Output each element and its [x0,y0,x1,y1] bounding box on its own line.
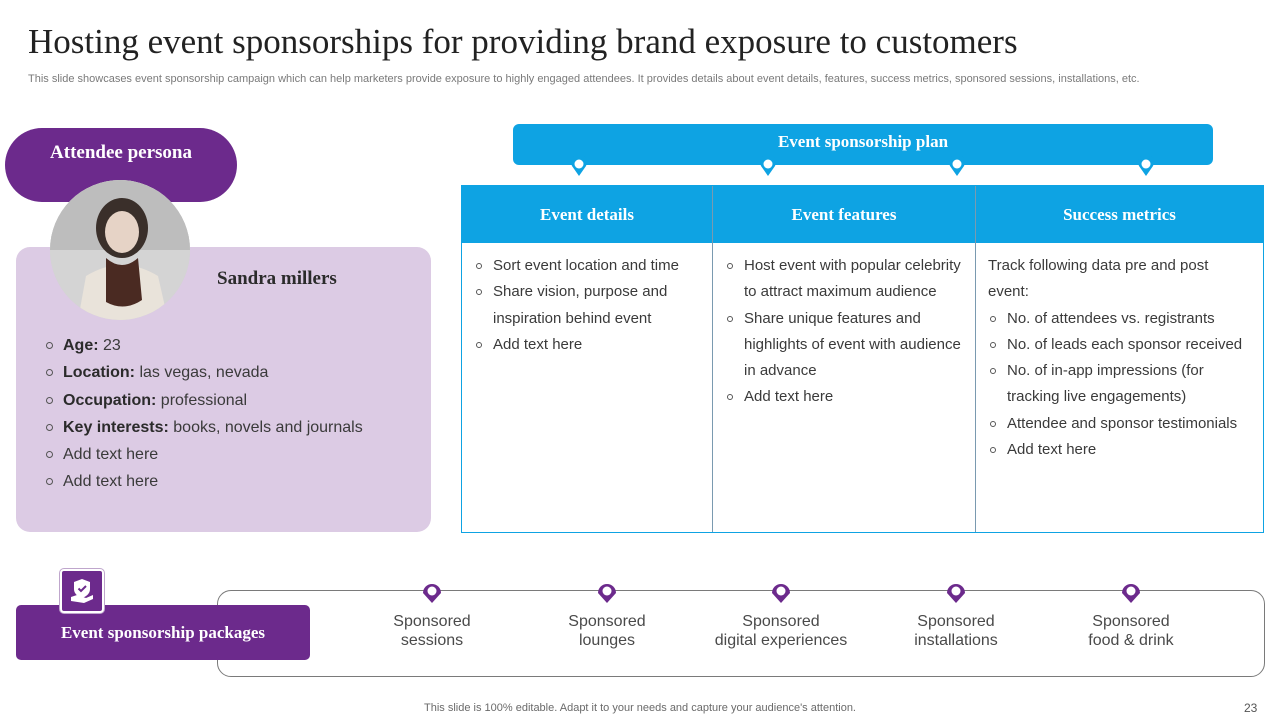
map-pin-icon [772,584,790,603]
bullet-icon [990,447,996,454]
bullet-icon [476,289,482,296]
page-number: 23 [1244,701,1258,715]
slide-subtitle: This slide showcases event sponsorship c… [28,73,1140,85]
plan-table: Event details Sort event location and ti… [461,185,1264,533]
bullet-icon [727,394,733,401]
persona-header: Attendee persona [5,128,237,202]
persona-item-occupation: Occupation: professional [46,387,363,414]
persona-name: Sandra millers [217,268,337,289]
persona-item-extra-1: Add text here [46,441,363,468]
map-pin-icon [598,584,616,603]
list-item: Add text here [474,332,700,358]
packages-label: Event sponsorship packages [16,605,310,660]
plan-banner: Event sponsorship plan [513,124,1213,165]
package-item-food: Sponsored food & drink [1088,613,1174,649]
list-item: Attendee and sponsor testimonials [988,411,1251,437]
map-pin-icon [1138,156,1154,176]
map-pin-icon [949,156,965,176]
bullet-icon [46,423,53,431]
bullet-icon [990,420,996,427]
map-pin-icon [760,156,776,176]
package-item-sessions: Sponsored sessions [393,613,471,649]
list-item: Add text here [725,384,963,410]
persona-avatar [50,180,190,320]
persona-attributes: Age: 23 Location: las vegas, nevada Occu… [46,332,363,496]
map-pin-icon [423,584,441,603]
package-item-lounges: Sponsored lounges [568,613,646,649]
column-heading: Success metrics [976,186,1263,243]
bullet-icon [476,263,482,269]
bullet-icon [990,341,996,348]
bullet-icon [990,315,996,322]
column-heading: Event features [713,186,975,243]
package-item-digital: Sponsored digital experiences [714,613,848,649]
column-event-details: Event details Sort event location and ti… [462,186,712,532]
list-item: Share vision, purpose and inspiration be… [474,279,700,332]
column-success-metrics: Success metrics Track following data pre… [975,186,1263,532]
persona-item-age: Age: 23 [46,332,363,359]
bullet-icon [46,451,53,459]
bullet-icon [727,263,733,269]
column-event-features: Event features Host event with popular c… [712,186,975,532]
bullet-icon [476,341,482,348]
list-item: No. of leads each sponsor received [988,332,1251,358]
list-item: Sort event location and time [474,253,700,279]
map-pin-icon [1122,584,1140,603]
slide-title: Hosting event sponsorships for providing… [28,22,1018,61]
list-item: Add text here [988,437,1251,463]
bullet-icon [46,396,53,404]
slide-footer: This slide is 100% editable. Adapt it to… [424,702,856,714]
persona-item-interests: Key interests: books, novels and journal… [46,414,363,441]
map-pin-icon [571,156,587,176]
bullet-icon [990,368,996,375]
bullet-icon [46,478,53,486]
column-intro: Track following data pre and post event: [988,257,1209,301]
map-pin-icon [947,584,965,603]
persona-item-location: Location: las vegas, nevada [46,359,363,386]
bullet-icon [46,342,53,349]
bullet-icon [46,369,53,377]
list-item: Host event with popular celebrity to att… [725,253,963,306]
shield-hand-icon [60,569,104,613]
list-item: No. of attendees vs. registrants [988,306,1251,332]
list-item: No. of in-app impressions (for tracking … [988,358,1251,411]
persona-item-extra-2: Add text here [46,468,363,495]
bullet-icon [727,315,733,322]
list-item: Share unique features and highlights of … [725,306,963,385]
package-item-installations: Sponsored installations [914,613,998,649]
column-heading: Event details [462,186,712,243]
